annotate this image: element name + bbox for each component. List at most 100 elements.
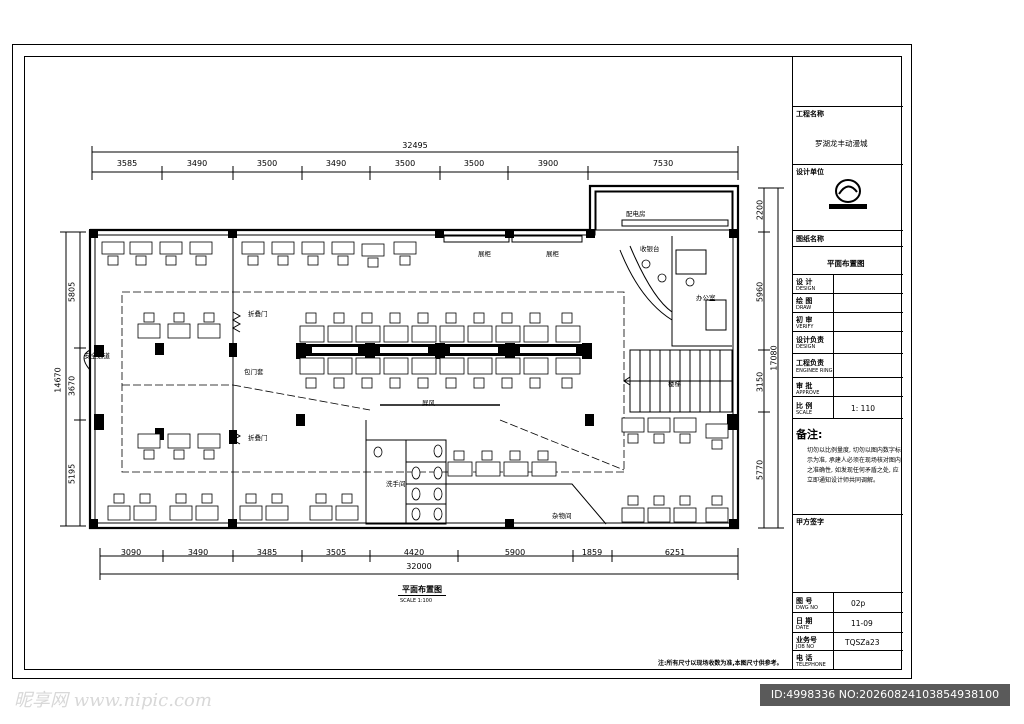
tb-job-no: 业务号	[796, 636, 817, 644]
tb-date: 日 期	[796, 617, 813, 625]
top-dim-2: 3490	[186, 159, 208, 168]
label-safety-exit: 安全通道	[84, 352, 110, 360]
tb-design-en: DESIGN	[796, 286, 816, 292]
safety-exit-door	[83, 349, 91, 371]
label-folding-door-b: 折叠门	[248, 434, 268, 442]
top-dim-ticks	[91, 146, 739, 180]
tb-client-sign: 甲方签字	[796, 518, 824, 526]
tb-scale-en: SCALE	[796, 410, 813, 416]
tb-job-no-value: TQSZa23	[845, 638, 880, 647]
tb-project-name: 罗湖龙丰动漫城	[815, 139, 868, 148]
sheet-inner-frame	[24, 56, 902, 670]
top-dim-1: 3585	[116, 159, 138, 168]
plan-title: 平面布置图	[398, 584, 446, 596]
tb-draw: 绘 图	[796, 297, 813, 305]
bottom-dim-ticks	[99, 548, 739, 580]
toilets	[373, 444, 443, 521]
label-power-room: 配电房	[626, 210, 646, 218]
right-total-dim: 17080	[769, 345, 779, 371]
tb-drawing-name: 平面布置图	[827, 259, 865, 268]
tb-design-unit-label: 设计单位	[796, 168, 824, 176]
tb-date-en: DATE	[796, 625, 810, 631]
left-total-dim: 14670	[53, 367, 63, 393]
left-dim-ticks	[60, 231, 86, 527]
bottom-dim-5: 4420	[403, 548, 425, 557]
workstation-desks	[101, 241, 729, 523]
tb-drawing-name-label: 图纸名称	[796, 235, 824, 243]
bottom-dim-6: 5900	[504, 548, 526, 557]
label-front-desk: 收银台	[640, 245, 660, 253]
cabinet-b	[511, 235, 583, 243]
tb-scale-value: 1: 110	[851, 404, 875, 413]
title-block: 工程名称 罗湖龙丰动漫城 设计单位 图纸名称 平面布置图 设 计 DESIGN …	[792, 56, 903, 670]
office-desk	[675, 249, 707, 275]
label-washroom: 洗手间	[386, 480, 406, 488]
top-dim-7: 3900	[537, 159, 559, 168]
washroom-block	[365, 420, 447, 525]
floor-plan-drawing	[60, 146, 784, 580]
office-cabinet	[705, 299, 727, 331]
storage-room	[446, 483, 607, 525]
tb-dwg-no-en: DWG NO	[796, 605, 818, 611]
tb-engineer-en: ENGINEE RING	[796, 368, 833, 374]
right-dim-1: 2200	[755, 199, 765, 221]
top-total-dim: 32495	[402, 141, 428, 150]
tb-date-value: 11-09	[851, 619, 873, 628]
tb-draw-en: DRAW	[796, 305, 812, 311]
tb-notes-label: 备注:	[796, 428, 823, 441]
power-room	[595, 191, 733, 231]
ceiling-dashed-lines	[121, 291, 625, 473]
stairs	[623, 349, 733, 413]
bottom-total-dim: 32000	[406, 562, 432, 571]
label-screen: 屏风	[422, 399, 435, 407]
bottom-dim-4: 3505	[325, 548, 347, 557]
tb-scale: 比 例	[796, 402, 813, 410]
left-dim-3: 5195	[67, 463, 77, 485]
tb-dwg-no: 图 号	[796, 597, 813, 605]
bottom-dim-1: 3090	[120, 548, 142, 557]
bottom-dim-3: 3485	[256, 548, 278, 557]
tb-approve-en: APPROVE	[796, 390, 820, 396]
plan-footnote: 注:所有尺寸以现场收数为准,本图尺寸供参考。	[658, 660, 783, 667]
right-dim-4: 5770	[755, 459, 765, 481]
watermark-id-bar: ID:4998336 NO:20260824103854938100	[760, 684, 1010, 706]
tb-verify: 初 审	[796, 316, 813, 324]
label-cabinet-a: 展柜	[478, 250, 491, 258]
structural-columns	[89, 229, 738, 528]
label-cabinet-b: 展柜	[546, 250, 559, 258]
tb-project-label: 工程名称	[796, 110, 824, 118]
tb-notes-text: 切勿以比例量度, 切勿以图内数字标示为准, 承建人必须在现场核对图内之准确性, …	[807, 447, 901, 484]
bottom-dim-7: 1859	[581, 548, 603, 557]
tb-design-lead-en: DESIGN	[796, 344, 816, 350]
right-dim-ticks	[758, 187, 784, 529]
top-dim-6: 3500	[463, 159, 485, 168]
label-glass-door: 包门套	[244, 368, 264, 376]
left-dim-2: 3670	[67, 375, 77, 397]
office-wall	[671, 236, 732, 347]
tb-job-no-en: JOB NO	[796, 644, 815, 650]
power-room-panel	[621, 219, 729, 227]
left-dim-1: 5805	[67, 281, 77, 303]
folding-door-b	[231, 431, 242, 445]
bottom-dim-2: 3490	[187, 548, 209, 557]
chairs	[107, 255, 723, 506]
desk-spine	[298, 344, 584, 356]
top-dim-5: 3500	[394, 159, 416, 168]
bottom-dim-8: 6251	[664, 548, 686, 557]
cabinet-a	[443, 235, 510, 243]
tb-telephone: 电 话	[796, 654, 813, 662]
tb-design: 设 计	[796, 278, 813, 286]
top-dim-3: 3500	[256, 159, 278, 168]
tb-dwg-no-value: 02p	[851, 599, 866, 608]
watermark-site: 昵享网 www.nipic.com	[14, 690, 212, 711]
right-dim-3: 3150	[755, 371, 765, 393]
folding-door-a	[231, 311, 242, 333]
right-dim-2: 5960	[755, 281, 765, 303]
top-dim-8: 7530	[652, 159, 674, 168]
label-storage: 杂物间	[552, 512, 572, 520]
tb-engineer: 工程负责	[796, 359, 824, 367]
front-desk-arc	[619, 249, 673, 321]
tb-approve: 审 批	[796, 382, 813, 390]
tb-design-lead: 设计负责	[796, 336, 824, 344]
tb-verify-en: VERIFY	[796, 324, 814, 330]
